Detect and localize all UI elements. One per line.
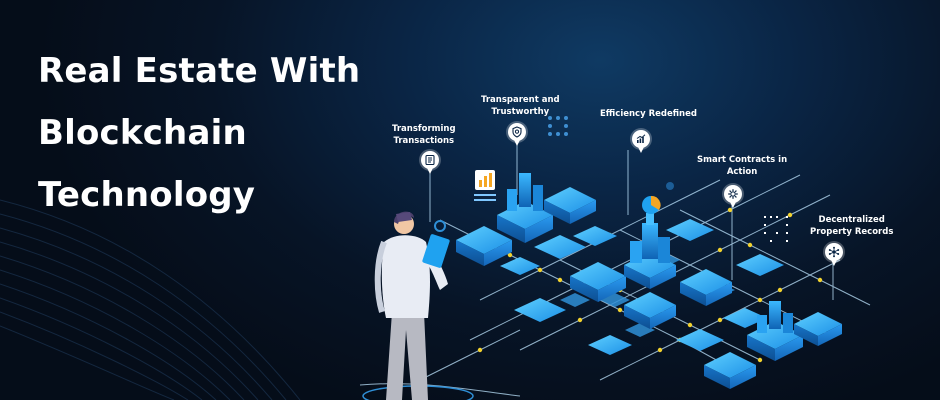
block-buildings [456, 173, 842, 389]
growth-chart-icon [632, 130, 650, 153]
label-line: Transparent and [481, 95, 560, 105]
label-line: Efficiency Redefined [600, 109, 697, 119]
title-line-3: Technology [38, 175, 256, 215]
network-icon [825, 243, 843, 266]
label-line: Trustworthy [491, 107, 550, 117]
page-title: Real Estate With Blockchain Technology [38, 40, 360, 226]
label-transparent-trustworthy: Transparent and Trustworthy [481, 94, 560, 118]
bar-chart-card [474, 170, 496, 201]
title-line-1: Real Estate With [38, 51, 361, 91]
dot-grid [548, 116, 568, 136]
label-line: Property Records [810, 227, 894, 237]
title-line-2: Blockchain [38, 113, 247, 153]
node-grid [764, 216, 788, 242]
label-line: Action [726, 167, 758, 177]
label-line: Transforming [392, 124, 456, 134]
ring-decoration [434, 220, 446, 232]
gear-contract-icon [724, 185, 742, 208]
label-smart-contracts: Smart Contracts in Action [697, 154, 787, 178]
label-decentralized-records: Decentralized Property Records [810, 214, 893, 238]
person-figure [362, 211, 474, 400]
chip-tiles [500, 219, 784, 355]
label-transforming-transactions: Transforming Transactions [392, 123, 456, 147]
pie-chart [642, 182, 674, 214]
label-line: Transactions [393, 136, 455, 146]
label-line: Smart Contracts in [697, 155, 788, 165]
label-line: Decentralized [818, 215, 885, 225]
document-icon [421, 151, 439, 174]
shield-search-icon [508, 123, 526, 146]
label-efficiency-redefined: Efficiency Redefined [600, 108, 697, 120]
